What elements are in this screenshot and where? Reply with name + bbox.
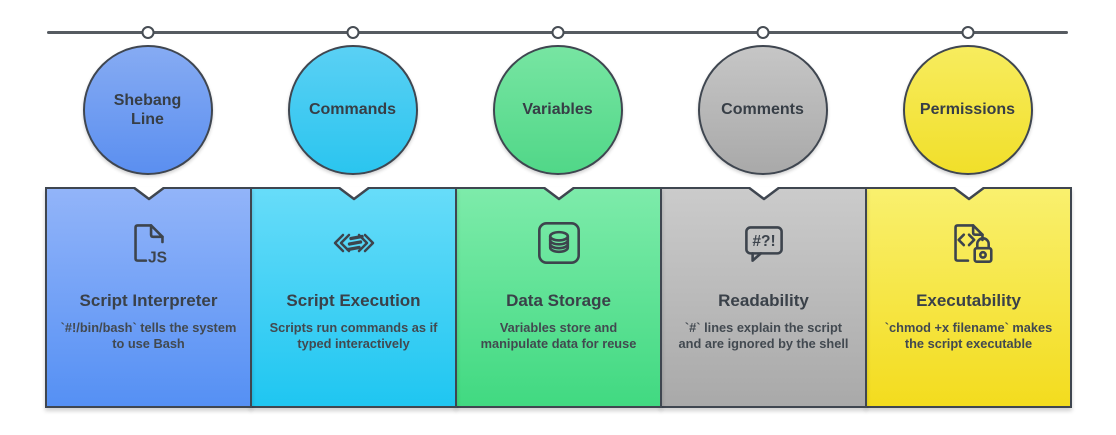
timeline-marker xyxy=(141,26,154,39)
stage-circle-commands: Commands xyxy=(287,45,418,175)
stage-circle-permissions: Permissions xyxy=(902,45,1033,175)
stage-card-commands: Script Execution Scripts run commands as… xyxy=(250,187,457,408)
card-notch xyxy=(336,187,371,201)
card-description: Scripts run commands as if typed interac… xyxy=(269,319,438,352)
timeline-marker xyxy=(551,26,564,39)
card-description: `#!/bin/bash` tells the system to use Ba… xyxy=(60,319,237,352)
svg-text:#?!: #?! xyxy=(752,233,775,250)
stage-label: Comments xyxy=(721,101,804,119)
stage-card-comments: #?! Readability `#` lines explain the sc… xyxy=(660,187,867,408)
stage-label: Permissions xyxy=(919,101,1016,119)
comment-bubble-icon: #?! xyxy=(735,212,793,274)
database-icon xyxy=(530,212,588,274)
timeline-column-commands: Commands Script Execution Scripts run co… xyxy=(250,0,457,435)
stage-card-variables: Data Storage Variables store and manipul… xyxy=(455,187,662,408)
timeline-marker xyxy=(756,26,769,39)
stage-label: Commands xyxy=(308,101,397,119)
timeline-marker xyxy=(346,26,359,39)
card-notch xyxy=(131,187,166,201)
card-description: Variables store and manipulate data for … xyxy=(480,319,637,352)
card-title: Data Storage xyxy=(506,291,611,310)
timeline-marker xyxy=(961,26,974,39)
card-notch xyxy=(541,187,576,201)
timeline-column-shebang: Shebang Line JS Script Interpreter `#!/b… xyxy=(45,0,252,435)
stage-label: Variables xyxy=(522,101,593,119)
card-notch xyxy=(951,187,986,201)
stage-card-shebang: JS Script Interpreter `#!/bin/bash` tell… xyxy=(45,187,252,408)
file-lock-icon xyxy=(940,212,998,274)
stage-card-permissions: Executability `chmod +x filename` makes … xyxy=(865,187,1072,408)
stage-circle-shebang: Shebang Line xyxy=(82,45,213,175)
timeline-column-variables: Variables Data Storage Variables store a… xyxy=(455,0,662,435)
svg-text:JS: JS xyxy=(147,250,166,267)
stage-label: Shebang Line xyxy=(113,91,182,128)
card-title: Script Interpreter xyxy=(79,291,218,310)
card-title: Executability xyxy=(916,291,1021,310)
stage-circle-comments: Comments xyxy=(697,45,828,175)
card-description: `chmod +x filename` makes the script exe… xyxy=(884,319,1053,352)
card-title: Script Execution xyxy=(286,291,421,310)
timeline-column-permissions: Permissions Executability `chmod +x file… xyxy=(865,0,1072,435)
card-title: Readability xyxy=(718,291,809,310)
card-notch xyxy=(746,187,781,201)
stage-circle-variables: Variables xyxy=(492,45,623,175)
timeline-column-comments: Comments #?! Readability `#` lines expla… xyxy=(660,0,867,435)
card-description: `#` lines explain the script and are ign… xyxy=(678,319,849,352)
fast-forward-icon xyxy=(324,212,384,274)
js-file-icon: JS xyxy=(120,212,178,274)
